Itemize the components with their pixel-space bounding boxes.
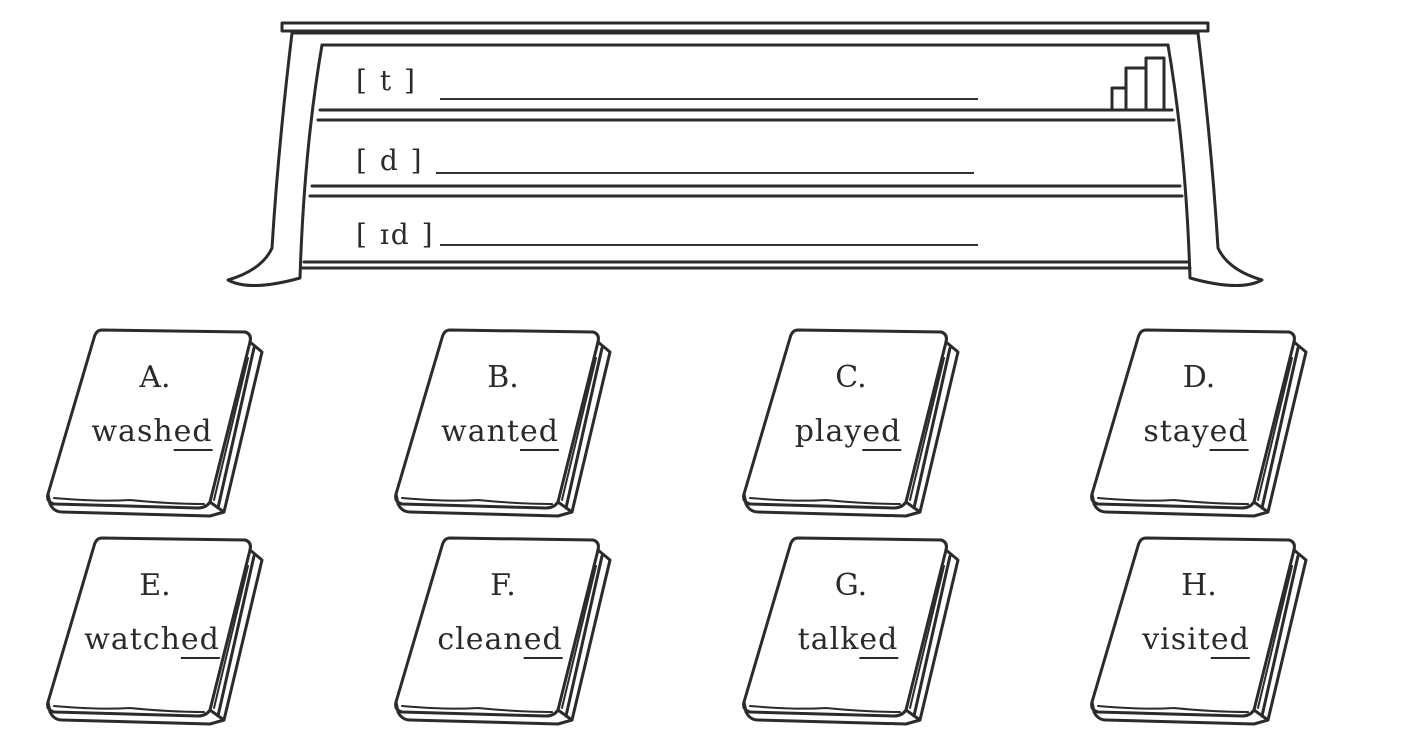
shelf-books-icon — [1112, 58, 1164, 108]
word-suffix-underlined: ed — [181, 622, 220, 657]
book-letter: E. — [80, 568, 230, 603]
book-card-a[interactable]: A. washed — [40, 326, 260, 516]
book-letter: F. — [428, 568, 578, 603]
book-card-e[interactable]: E. watched — [40, 534, 260, 724]
book-card-d[interactable]: D. stayed — [1084, 326, 1304, 516]
book-letter: A. — [80, 360, 230, 395]
book-card-h[interactable]: H. visited — [1084, 534, 1304, 724]
shelf-row-label-t: [ t ] — [356, 64, 417, 97]
book-card-c[interactable]: C. played — [736, 326, 956, 516]
shelf-board-2 — [310, 186, 1182, 196]
book-card-g[interactable]: G. talked — [736, 534, 956, 724]
book-letter: D. — [1124, 360, 1274, 395]
book-word: watched — [62, 622, 242, 657]
book-card-b[interactable]: B. wanted — [388, 326, 608, 516]
word-stem: play — [795, 414, 863, 449]
shelf-board-3 — [302, 262, 1190, 268]
book-word: played — [758, 414, 938, 449]
word-suffix-underlined: ed — [174, 414, 213, 449]
word-stem: clean — [437, 622, 523, 657]
word-suffix-underlined: ed — [859, 622, 898, 657]
book-word: visited — [1106, 622, 1286, 657]
book-letter: G. — [776, 568, 926, 603]
answer-line-t[interactable] — [440, 98, 978, 100]
shelf-left-leg — [228, 33, 322, 286]
book-letter: C. — [776, 360, 926, 395]
word-stem: talk — [798, 622, 860, 657]
book-letter: H. — [1124, 568, 1274, 603]
book-word: wanted — [410, 414, 590, 449]
word-stem: wash — [91, 414, 173, 449]
answer-line-d[interactable] — [436, 172, 974, 174]
book-card-f[interactable]: F. cleaned — [388, 534, 608, 724]
word-stem: want — [441, 414, 520, 449]
book-word: cleaned — [410, 622, 590, 657]
word-stem: watch — [84, 622, 181, 657]
shelf-row-label-id: [ ɪd ] — [356, 218, 435, 251]
shelf-board-1 — [318, 110, 1174, 120]
book-word: washed — [62, 414, 242, 449]
word-suffix-underlined: ed — [1210, 414, 1249, 449]
book-word: talked — [758, 622, 938, 657]
book-letter: B. — [428, 360, 578, 395]
word-suffix-underlined: ed — [524, 622, 563, 657]
word-stem: stay — [1143, 414, 1209, 449]
shelf-row-label-d: [ d ] — [356, 144, 424, 177]
word-suffix-underlined: ed — [862, 414, 901, 449]
answer-line-id[interactable] — [440, 244, 978, 246]
shelf-top-board — [282, 23, 1208, 31]
word-suffix-underlined: ed — [520, 414, 559, 449]
word-suffix-underlined: ed — [1211, 622, 1250, 657]
word-stem: visit — [1142, 622, 1211, 657]
book-word: stayed — [1106, 414, 1286, 449]
shelf-right-leg — [1168, 33, 1262, 286]
